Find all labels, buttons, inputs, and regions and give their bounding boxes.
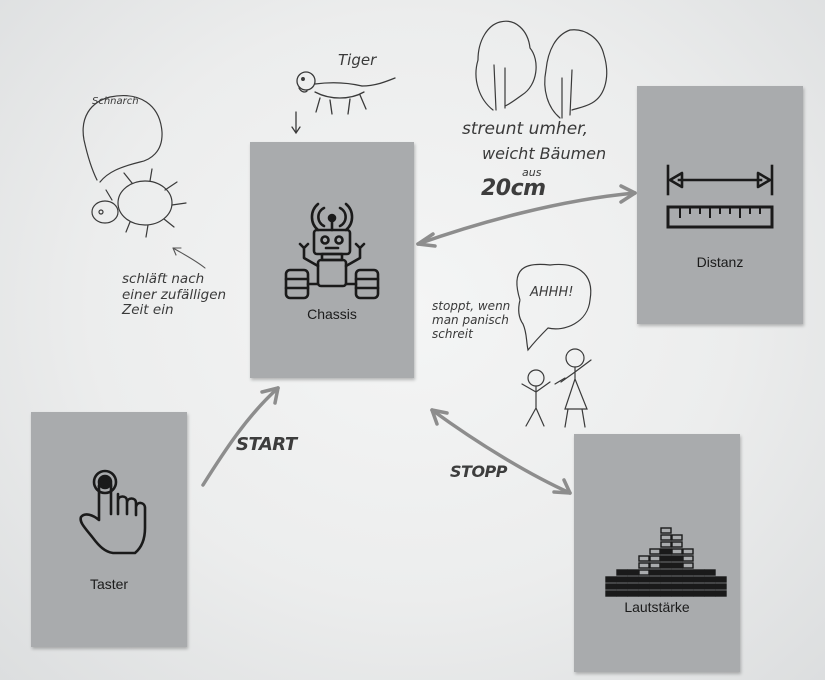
start-label: START (236, 434, 297, 455)
trees-sketch (476, 21, 607, 118)
sleep-arrow (173, 248, 205, 268)
chassis-card[interactable]: Chassis (250, 142, 414, 378)
stopp-label: STOPP (450, 462, 507, 481)
chassis-card-label: Chassis (250, 306, 414, 322)
people-sketch (522, 349, 591, 427)
ahhh-note: AHHH! (530, 286, 573, 301)
distanz-card[interactable]: Distanz (637, 86, 803, 324)
lautstaerke-card-label: Lautstärke (574, 599, 740, 615)
roam-note-line1: streunt umher, (462, 120, 588, 140)
roam-note-line2: weicht Bäumen (482, 145, 606, 163)
lautstaerke-card[interactable]: Lautstärke (574, 434, 740, 672)
sleep-note: schläft nach einer zufälligen Zeit ein (122, 272, 226, 319)
robot-icon (250, 142, 414, 378)
volume-bars-icon (574, 434, 740, 672)
taster-card-label: Taster (31, 576, 187, 592)
tiger-note: Tiger (338, 52, 376, 69)
tiger-sketch (292, 72, 395, 133)
taster-card[interactable]: Taster (31, 412, 187, 647)
roam-distance-note: 20cm (481, 176, 546, 201)
sleeping-bug-sketch (83, 96, 186, 237)
scream-bubble (517, 264, 591, 350)
ruler-measure-icon (637, 86, 803, 324)
schnarch-note: Schnarch (92, 96, 139, 108)
push-button-hand-icon (31, 412, 187, 647)
stop-scream-note: stoppt, wenn man panisch schreit (432, 300, 510, 341)
distanz-card-label: Distanz (637, 254, 803, 270)
